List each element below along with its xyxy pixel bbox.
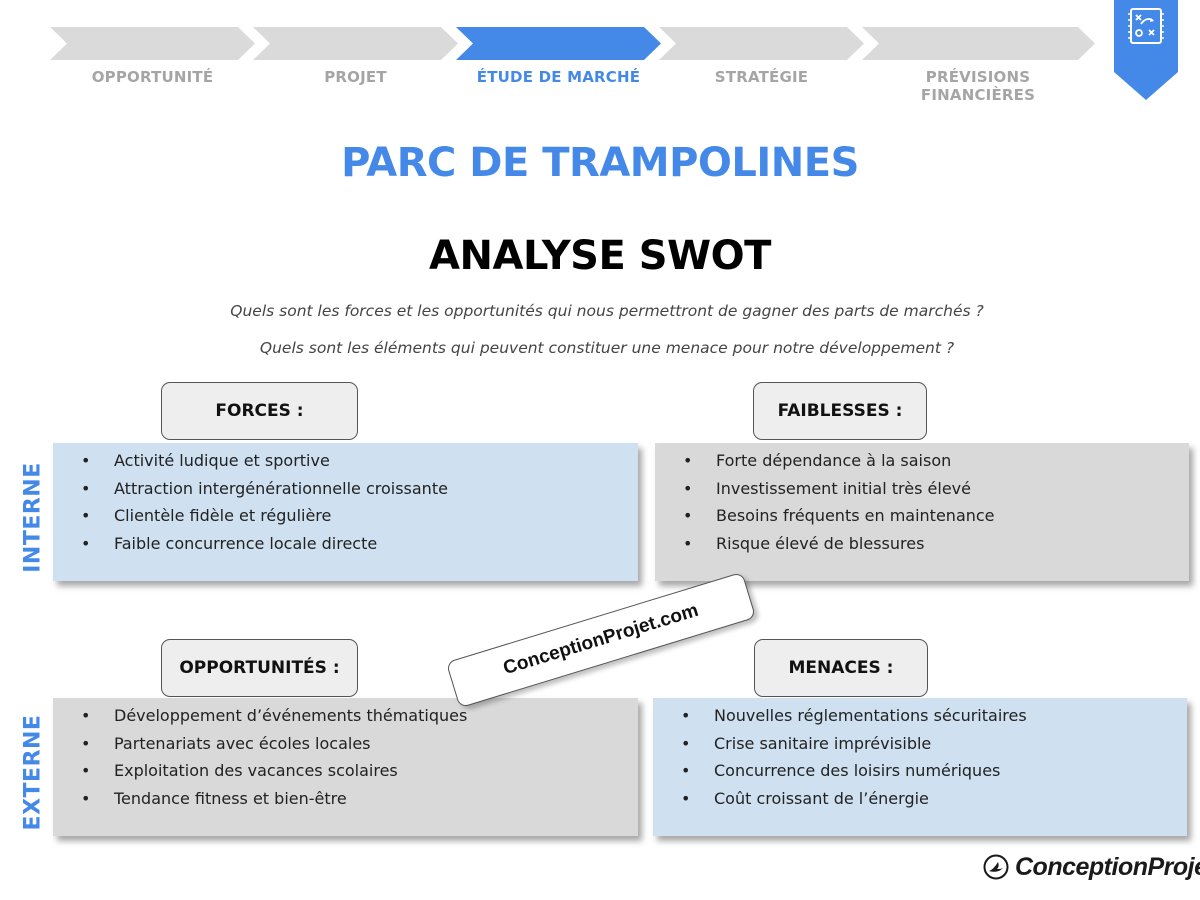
threats-panel: Nouvelles réglementations sécuritaires C… [653, 698, 1187, 836]
page-title: PARC DE TRAMPOLINES [341, 140, 859, 186]
rocket-logo-icon [983, 854, 1009, 880]
watermark-badge: ConceptionProjet.com [445, 571, 757, 709]
list-item: Concurrence des loisirs numériques [681, 760, 1187, 788]
step-chevron-opportunite[interactable] [50, 27, 255, 60]
strengths-label: FORCES : [215, 401, 304, 421]
step-label-projet[interactable]: PROJET [324, 68, 387, 86]
weaknesses-label-box: FAIBLESSES : [753, 382, 927, 440]
brand-name: ConceptionProjet [1015, 852, 1200, 881]
weaknesses-list: Forte dépendance à la saison Investissem… [683, 450, 1189, 560]
opportunities-label-box: OPPORTUNITÉS : [161, 639, 358, 697]
strategy-board-icon [1128, 8, 1164, 44]
list-item: Tendance fitness et bien-être [81, 788, 638, 816]
list-item: Nouvelles réglementations sécuritaires [681, 705, 1187, 733]
step-label-opportunite[interactable]: OPPORTUNITÉ [91, 68, 214, 86]
list-item: Investissement initial très élevé [683, 478, 1189, 506]
threats-label-box: MENACES : [754, 639, 928, 697]
weaknesses-label: FAIBLESSES : [777, 401, 903, 421]
list-item: Risque élevé de blessures [683, 533, 1189, 561]
list-item: Attraction intergénérationnelle croissan… [81, 478, 638, 506]
list-item: Besoins fréquents en maintenance [683, 505, 1189, 533]
list-item: Activité ludique et sportive [81, 450, 638, 478]
list-item: Développement d’événements thématiques [81, 705, 638, 733]
list-item: Faible concurrence locale directe [81, 533, 638, 561]
list-item: Exploitation des vacances scolaires [81, 760, 638, 788]
weaknesses-panel: Forte dépendance à la saison Investissem… [655, 443, 1189, 581]
opportunities-list: Développement d’événements thématiques P… [81, 705, 638, 815]
watermark-text: ConceptionProjet.com [500, 599, 701, 680]
threats-label: MENACES : [788, 658, 894, 678]
strengths-panel: Activité ludique et sportive Attraction … [53, 443, 638, 581]
step-chevron-strategie[interactable] [659, 27, 864, 60]
step-label-etude-de-marche[interactable]: ÉTUDE DE MARCHÉ [476, 68, 641, 86]
step-chevron-previsions-financieres[interactable] [862, 27, 1095, 60]
axis-label-internal: INTERNE [20, 462, 46, 573]
axis-label-external: EXTERNE [20, 714, 46, 831]
opportunities-panel: Développement d’événements thématiques P… [53, 698, 638, 836]
list-item: Coût croissant de l’énergie [681, 788, 1187, 816]
question-2: Quels sont les éléments qui peuvent cons… [259, 339, 955, 357]
opportunities-label: OPPORTUNITÉS : [179, 658, 340, 678]
step-label-previsions-financieres[interactable]: PRÉVISIONS FINANCIÈRES [920, 68, 1036, 104]
list-item: Forte dépendance à la saison [683, 450, 1189, 478]
question-1: Quels sont les forces et les opportunité… [230, 302, 984, 320]
step-navigation: OPPORTUNITÉ PROJET ÉTUDE DE MARCHÉ STRAT… [0, 0, 1200, 104]
step-chevron-etude-de-marche[interactable] [456, 27, 661, 60]
list-item: Clientèle fidèle et régulière [81, 505, 638, 533]
step-chevron-projet[interactable] [253, 27, 458, 60]
strengths-label-box: FORCES : [161, 382, 358, 440]
page-subtitle: ANALYSE SWOT [429, 233, 771, 279]
list-item: Partenariats avec écoles locales [81, 733, 638, 761]
threats-list: Nouvelles réglementations sécuritaires C… [681, 705, 1187, 815]
step-label-strategie[interactable]: STRATÉGIE [714, 68, 809, 86]
list-item: Crise sanitaire imprévisible [681, 733, 1187, 761]
brand-logo[interactable]: ConceptionProjet [983, 852, 1200, 882]
strengths-list: Activité ludique et sportive Attraction … [81, 450, 638, 560]
